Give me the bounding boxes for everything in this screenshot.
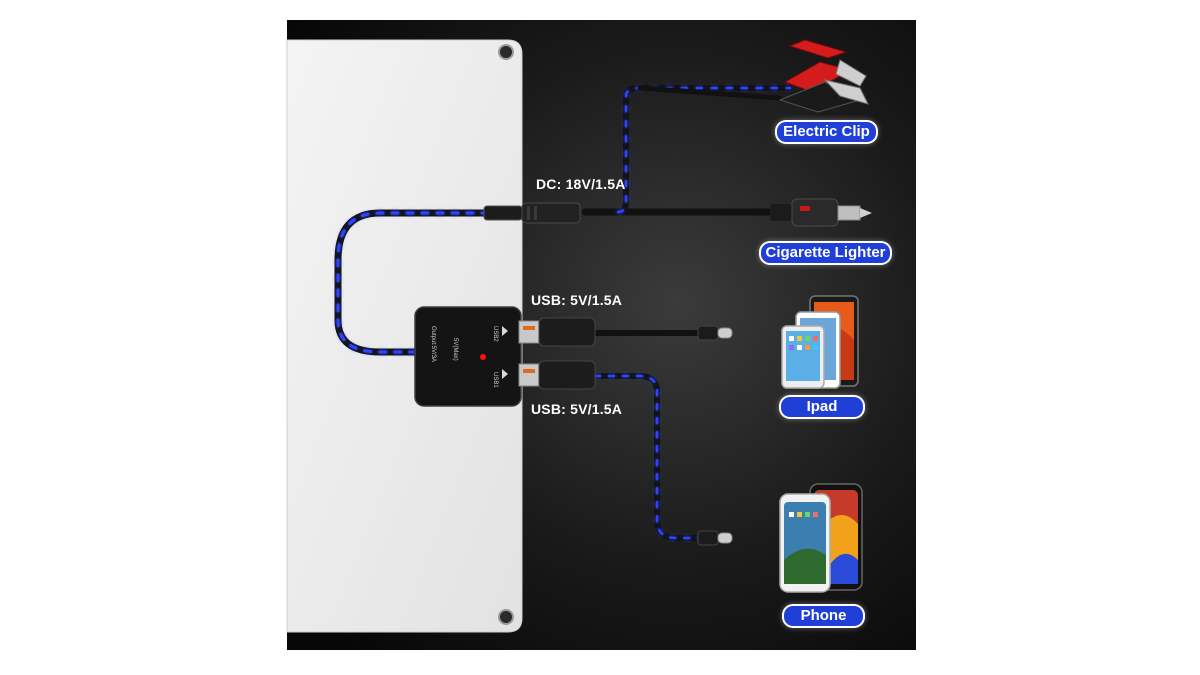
usb-bottom-spec-label: USB: 5V/1.5A — [531, 401, 623, 417]
usb-hub — [414, 306, 596, 407]
electric-clip-icon — [778, 39, 869, 113]
ipad-badge: Ipad — [781, 397, 863, 417]
phone-badge: Phone — [784, 606, 863, 626]
power-led-icon — [480, 354, 486, 360]
grommet-icon — [498, 609, 514, 625]
hub-output-label: 5V(Max) — [452, 338, 458, 361]
hub-output-label: Output:5V/3A — [430, 326, 436, 363]
usb-top-spec-label: USB: 5V/1.5A — [531, 292, 623, 308]
usb-c-connector-top — [697, 325, 733, 341]
dc-barrel-jack — [483, 202, 581, 224]
cigarette-lighter-badge: Cigarette Lighter — [761, 243, 890, 263]
solar-panel — [286, 39, 523, 633]
electric-clip-badge: Electric Clip — [777, 122, 876, 142]
grommet-icon — [498, 44, 514, 60]
tablet-icon — [781, 295, 859, 389]
hub-port-label: USB1 — [492, 372, 498, 388]
hub-port-label: USB2 — [492, 326, 498, 342]
dc-spec-label: DC: 18V/1.5A — [536, 176, 626, 192]
usb-c-connector-bottom — [697, 530, 733, 546]
cigarette-lighter-icon — [770, 198, 872, 227]
cables — [334, 85, 793, 541]
smartphone-icon — [779, 483, 863, 593]
